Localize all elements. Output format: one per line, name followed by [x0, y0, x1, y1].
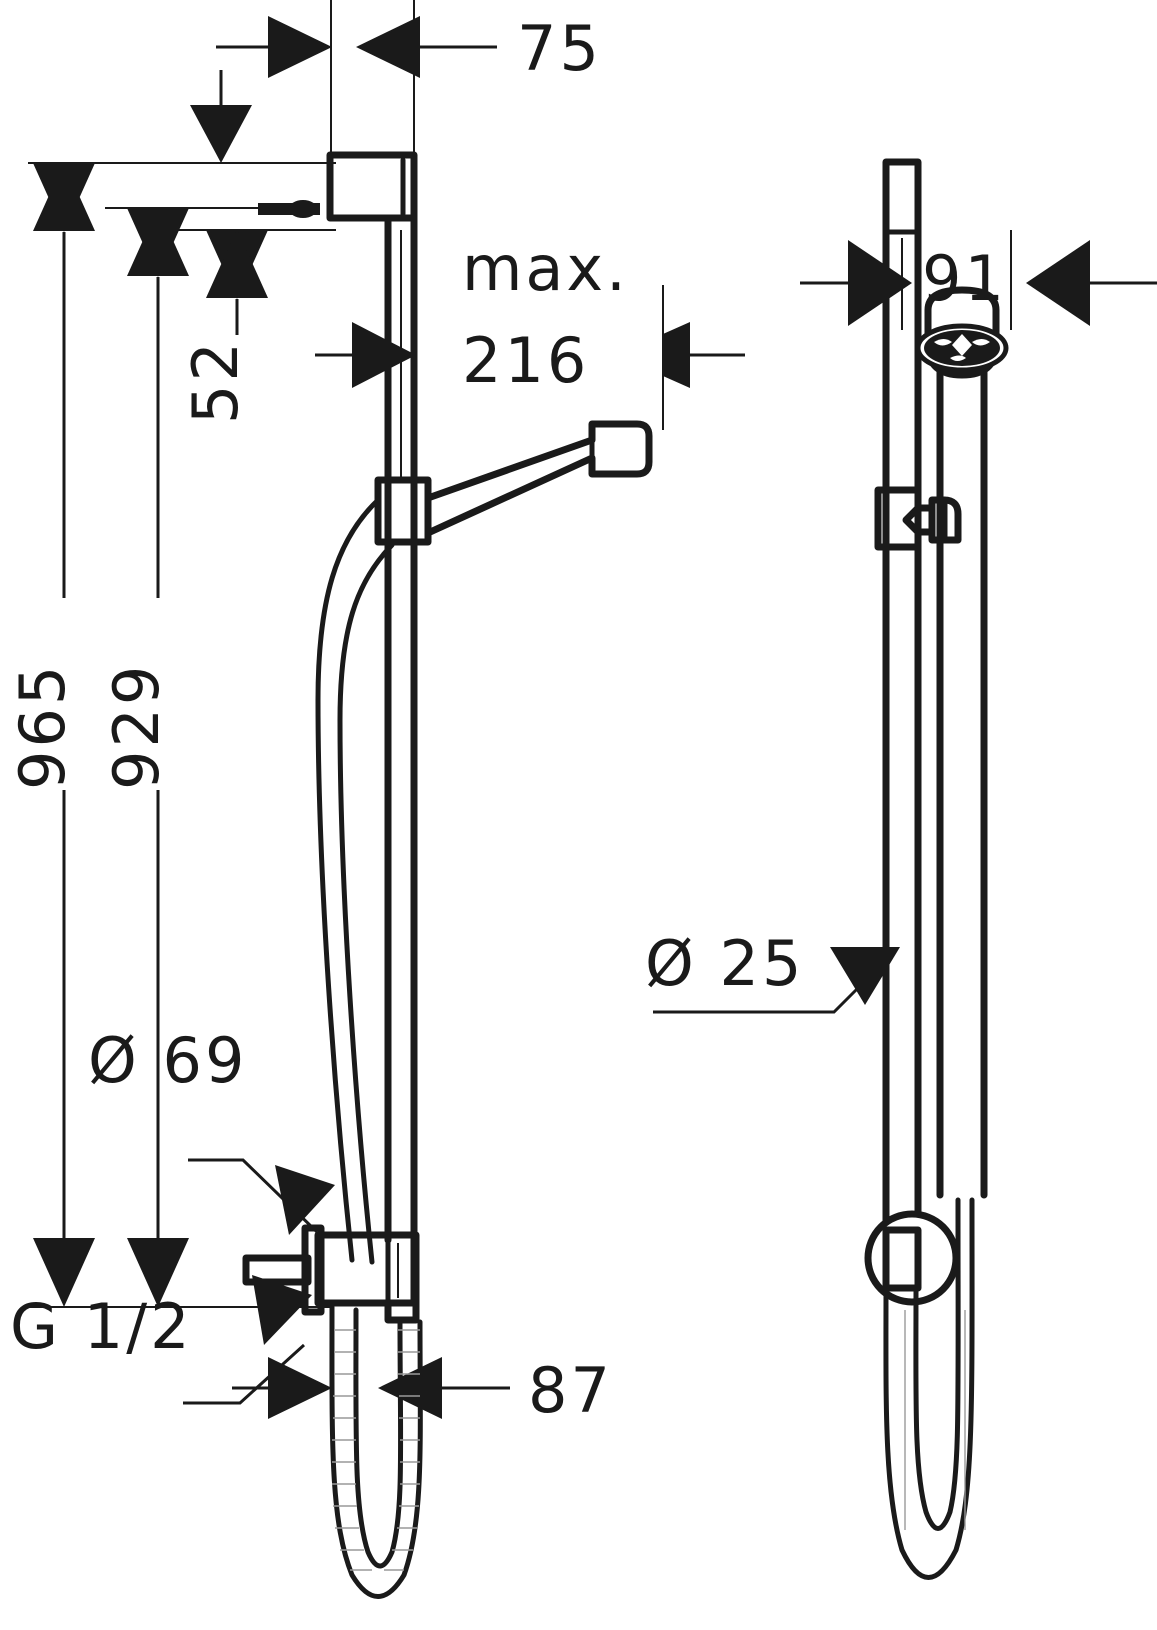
dimension-d69: Ø 69 [88, 1024, 335, 1235]
dimension-965: 965 [6, 162, 95, 1307]
dimension-g12-label: G 1/2 [10, 1290, 193, 1363]
front-view: 75 965 929 52 [6, 0, 745, 1599]
dimension-g12: G 1/2 [10, 1275, 312, 1405]
lower-wall-bracket [242, 1224, 420, 1324]
side-slider-bracket [874, 486, 962, 551]
dimension-216-label: 216 [462, 324, 589, 397]
side-lower-ring [864, 1210, 960, 1306]
side-hand-shower-head [915, 286, 1009, 1199]
side-hose-loop [883, 1197, 975, 1580]
hose-corrugation [332, 1329, 420, 1571]
spray-face-pattern [924, 330, 1000, 366]
dimension-91-label: 91 [922, 242, 1007, 315]
upper-wall-bracket [258, 151, 418, 222]
dimension-52: 52 [179, 229, 268, 424]
dimension-965-label: 965 [6, 663, 79, 790]
shower-hose-loop-front [329, 1304, 423, 1599]
dimension-52-label: 52 [179, 339, 252, 424]
dimension-d69-label: Ø 69 [88, 1024, 247, 1097]
dimension-91: 91 [800, 230, 1157, 330]
dimension-87: 87 [232, 1354, 613, 1427]
dimension-75-label: 75 [517, 12, 602, 85]
dimension-87-label: 87 [528, 1354, 613, 1427]
shower-hose-front [315, 497, 395, 1265]
dimension-929-label: 929 [100, 663, 173, 790]
hand-shower-wand [424, 420, 653, 537]
dimension-max-label: max. [462, 232, 629, 305]
shower-rail-tube [384, 214, 418, 1304]
dimension-max-216: max. 216 [315, 232, 745, 397]
dimension-top-offset [190, 70, 252, 163]
dimension-d25-label: Ø 25 [645, 927, 804, 1000]
dimension-75: 75 [216, 12, 602, 85]
dimension-929: 929 [100, 207, 189, 1307]
side-view: 91 Ø 25 [645, 158, 1157, 1580]
